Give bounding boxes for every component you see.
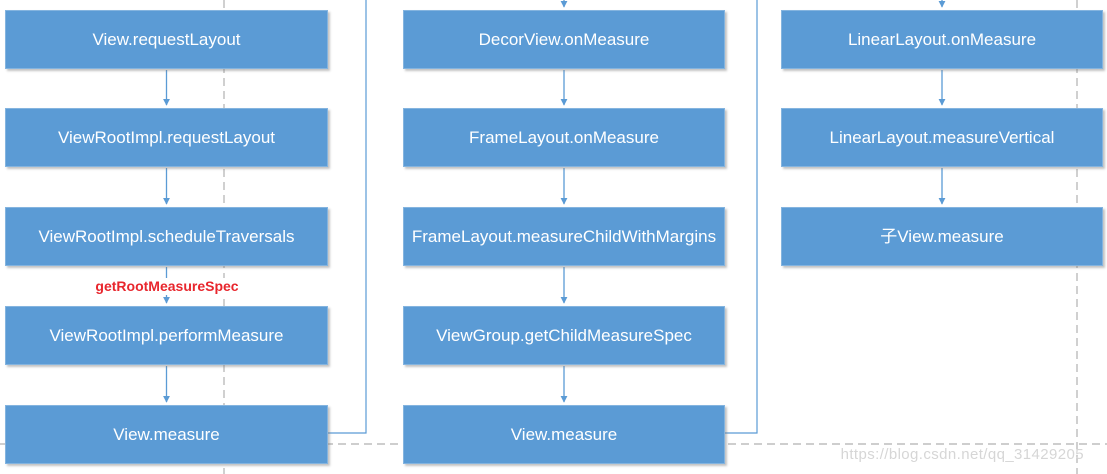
flow-node-view-requestlayout: View.requestLayout (5, 10, 328, 69)
flow-node-framelayout-measurechildwithmargins: FrameLayout.measureChildWithMargins (403, 207, 725, 266)
flow-node-linearlayout-measurevertical: LinearLayout.measureVertical (781, 108, 1103, 167)
flow-node-view-measure: View.measure (403, 405, 725, 464)
flow-node-linearlayout-onmeasure: LinearLayout.onMeasure (781, 10, 1103, 69)
watermark-url: https://blog.csdn.net/qq_31429205 (840, 446, 1084, 463)
flow-node-viewrootimpl-requestlayout: ViewRootImpl.requestLayout (5, 108, 328, 167)
flow-node-viewgroup-getchildmeasurespec: ViewGroup.getChildMeasureSpec (403, 306, 725, 365)
flow-node-framelayout-onmeasure: FrameLayout.onMeasure (403, 108, 725, 167)
flow-node-view-measure: View.measure (5, 405, 328, 464)
flow-node-decorview-onmeasure: DecorView.onMeasure (403, 10, 725, 69)
flow-node-viewrootimpl-performmeasure: ViewRootImpl.performMeasure (5, 306, 328, 365)
edge-annotation-get-root-measure-spec: getRootMeasureSpec (91, 278, 243, 295)
flow-node-view-measure: 子View.measure (781, 207, 1103, 266)
flow-node-viewrootimpl-scheduletraversals: ViewRootImpl.scheduleTraversals (5, 207, 328, 266)
